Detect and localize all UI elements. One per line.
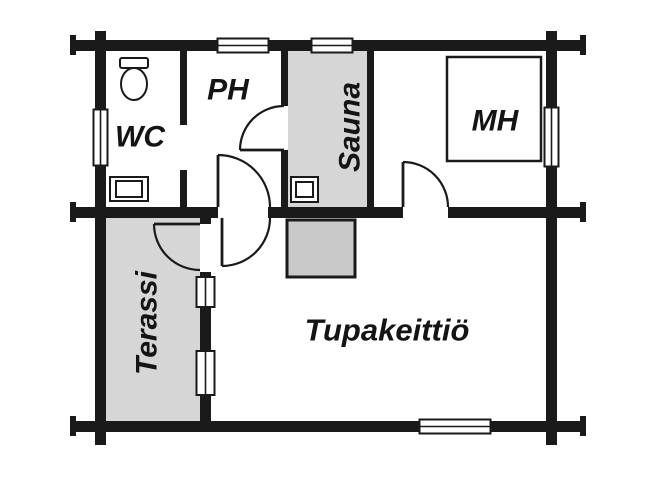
label-ph: PH <box>207 74 250 107</box>
door-arc-tupakeittio <box>221 217 272 268</box>
log-end-mid-right <box>580 202 586 222</box>
wall-ph-sauna-lower <box>281 150 288 207</box>
log-end-bottom-right <box>580 416 586 436</box>
log-end-top-left <box>70 35 76 55</box>
log-end-bottom-left <box>70 416 76 436</box>
wall-terassi-stub <box>200 218 211 224</box>
wall-terassi-main <box>200 272 211 421</box>
label-sauna: Sauna <box>334 82 367 172</box>
label-wc: WC <box>115 121 166 154</box>
door-arc-mh <box>402 160 450 208</box>
doors <box>152 104 450 272</box>
fireplace <box>285 218 357 279</box>
outer-wall-right <box>546 31 557 445</box>
door-arc-ph <box>217 153 272 208</box>
wall-sauna-mh <box>367 51 374 207</box>
room-labels: WC PH Sauna MH Terassi Tupakeittiö <box>115 74 520 375</box>
mid-wall-right-segment <box>448 207 582 218</box>
label-mh: MH <box>472 105 520 138</box>
fixtures <box>109 55 543 203</box>
wc-sink-inner <box>115 180 143 198</box>
mid-wall-left-segment <box>73 207 218 218</box>
wall-wc-ph-lower <box>180 170 187 207</box>
bed <box>445 55 543 163</box>
shaded-areas <box>106 51 367 421</box>
label-tupakeittio: Tupakeittiö <box>305 313 470 348</box>
sauna-stove-inner <box>295 181 314 198</box>
terassi-area <box>106 218 200 421</box>
wall-ph-sauna-upper <box>281 51 288 106</box>
toilet-tank <box>119 57 149 69</box>
outer-wall-left <box>95 31 106 445</box>
log-end-top-right <box>580 35 586 55</box>
wall-wc-ph-upper <box>180 51 187 125</box>
mid-wall-center-segment <box>268 207 403 218</box>
outer-wall-bottom <box>73 421 582 432</box>
toilet-bowl <box>120 67 148 101</box>
windows <box>92 37 560 435</box>
label-terassi: Terassi <box>131 270 164 375</box>
door-arc-terassi <box>152 223 201 272</box>
door-arc-sauna <box>238 104 285 151</box>
log-end-mid-left <box>70 202 76 222</box>
